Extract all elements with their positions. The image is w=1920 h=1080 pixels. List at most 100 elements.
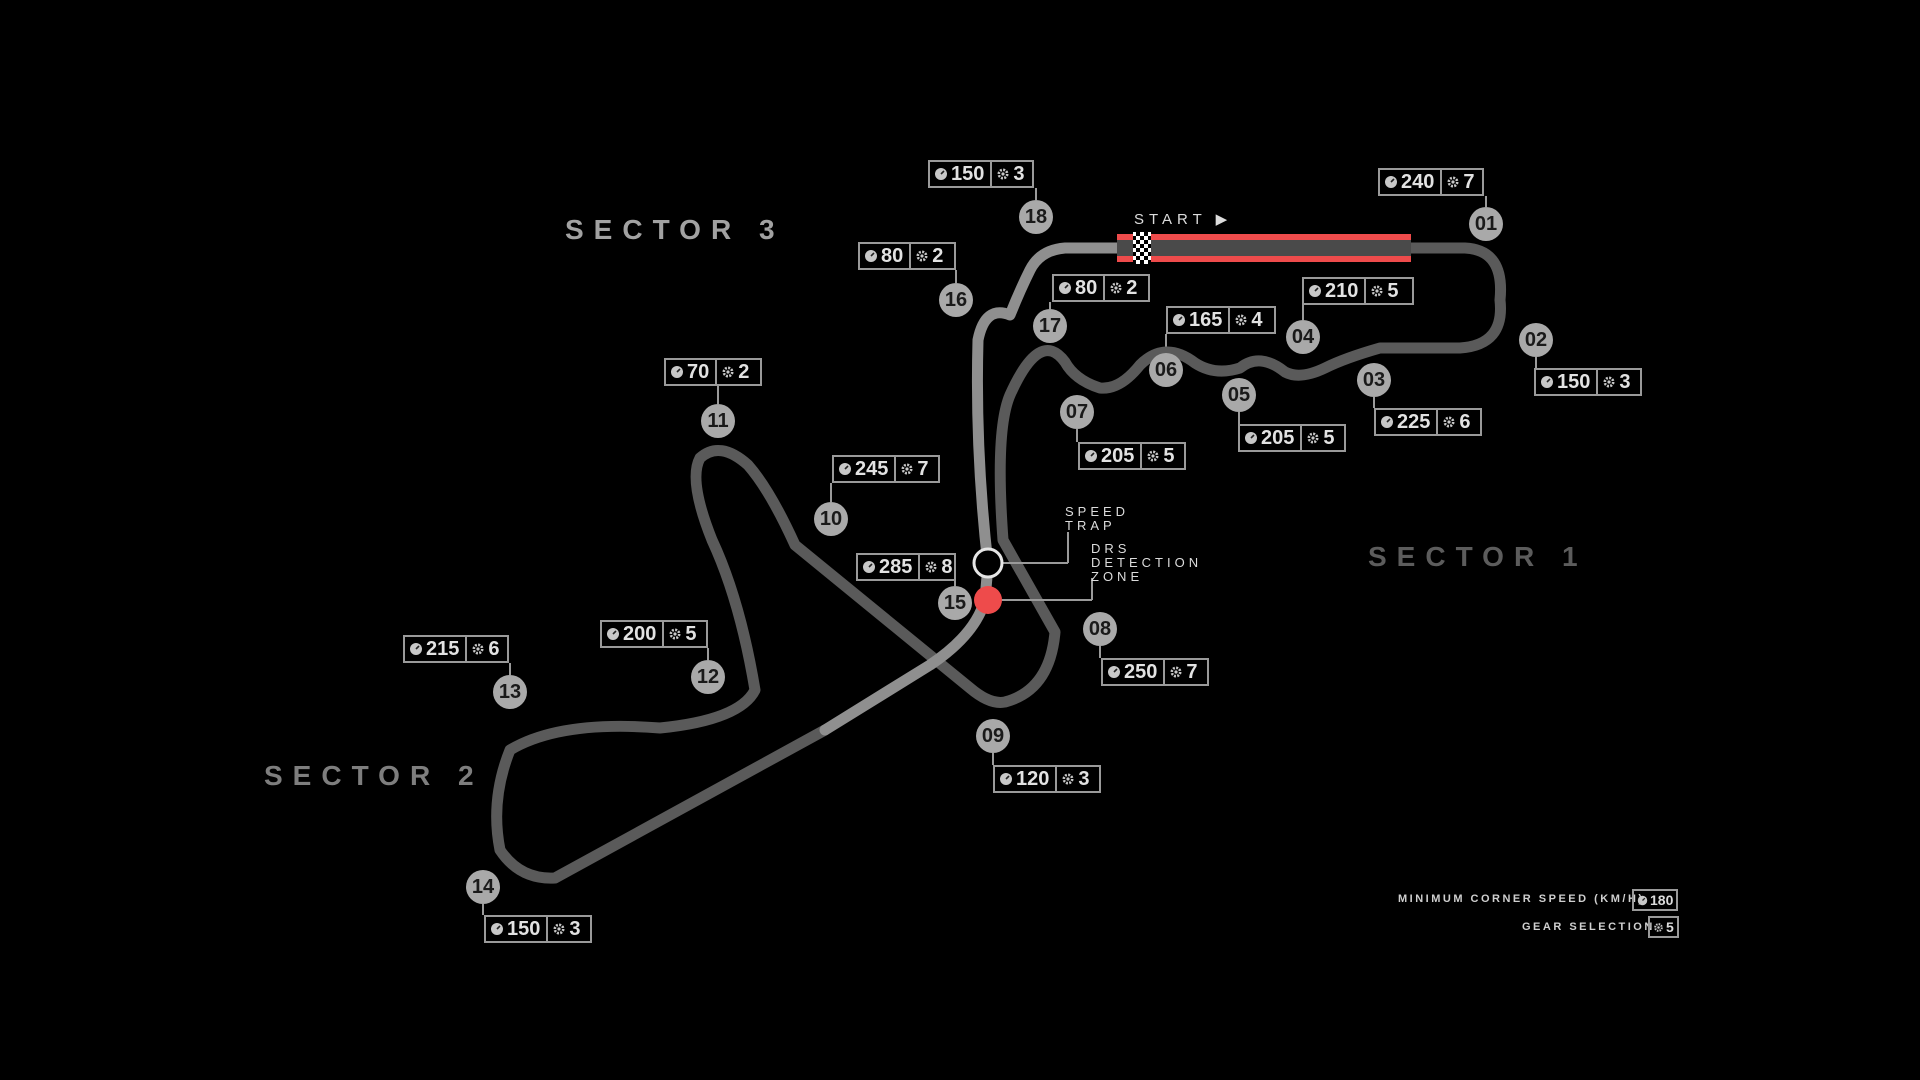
corner-gear-value: 3 — [569, 917, 581, 940]
corner-badge-04: 04 — [1286, 320, 1320, 354]
corner-gear: 5 — [662, 622, 702, 646]
corner-gear-value: 2 — [738, 360, 750, 383]
corner-speed: 240 — [1380, 170, 1440, 194]
corner-gear-value: 3 — [1013, 162, 1025, 185]
speedometer-icon — [865, 250, 877, 262]
corner-badge-03: 03 — [1357, 363, 1391, 397]
corner-gear-value: 5 — [1387, 279, 1399, 302]
speed-trap-line-1: SPEED — [1065, 504, 1130, 519]
track-main-loop — [491, 242, 1507, 884]
corner-speed: 70 — [666, 360, 715, 384]
corner-gear: 3 — [546, 917, 586, 941]
speedometer-icon — [491, 923, 503, 935]
corner-gear-value: 4 — [1251, 308, 1263, 331]
corner-gear: 2 — [909, 244, 949, 268]
corner-speed: 215 — [405, 637, 465, 661]
start-finish-line-checker — [1133, 232, 1151, 264]
corner-speed-value: 80 — [881, 244, 904, 267]
gear-icon — [1443, 416, 1455, 428]
gear-icon — [925, 561, 937, 573]
track-light-section — [819, 242, 1131, 736]
sector-3-label: SECTOR 3 — [565, 214, 785, 245]
speedometer-icon — [1000, 773, 1012, 785]
corner-badge-05: 05 — [1222, 378, 1256, 412]
gear-icon — [669, 628, 681, 640]
sector-1-label: SECTOR 1 — [1368, 541, 1588, 572]
corner-speed-value: 205 — [1101, 444, 1135, 467]
corner-gear: 2 — [715, 360, 755, 384]
corner-speed-value: 245 — [855, 457, 889, 480]
corner-speed-value: 215 — [426, 637, 460, 660]
corner-badge-14: 14 — [466, 870, 500, 904]
corner-badge-16: 16 — [939, 283, 973, 317]
corner-badge-10: 10 — [814, 502, 848, 536]
gear-icon — [1603, 376, 1615, 388]
gear-icon — [1147, 450, 1159, 462]
corner-gear-value: 7 — [1186, 660, 1198, 683]
gear-icon — [1062, 773, 1074, 785]
corner-badge-07: 07 — [1060, 395, 1094, 429]
corner-badge-08: 08 — [1083, 612, 1117, 646]
speed-trap-line-2: TRAP — [1065, 518, 1116, 533]
corner-badge-13: 13 — [493, 675, 527, 709]
corner-speed: 150 — [1536, 370, 1596, 394]
gear-icon — [1170, 666, 1182, 678]
corner-speed: 245 — [834, 457, 894, 481]
speedometer-icon — [410, 643, 422, 655]
corner-gear-value: 2 — [932, 244, 944, 267]
corner-gear-value: 5 — [685, 622, 697, 645]
speedometer-icon — [1385, 176, 1397, 188]
speedometer-icon — [839, 463, 851, 475]
corner-gear-value: 5 — [1323, 426, 1335, 449]
corner-info-box-16: 80 2 — [858, 242, 956, 270]
corner-gear-value: 7 — [917, 457, 929, 480]
corner-gear-value: 3 — [1619, 370, 1631, 393]
corner-gear: 3 — [990, 162, 1030, 186]
corner-speed-value: 210 — [1325, 279, 1359, 302]
corner-gear: 4 — [1228, 308, 1268, 332]
corner-badge-06: 06 — [1149, 353, 1183, 387]
corner-badge-17: 17 — [1033, 309, 1067, 343]
legend-speed-box: 180 — [1632, 889, 1679, 911]
corner-gear: 7 — [1163, 660, 1203, 684]
corner-speed-value: 70 — [687, 360, 710, 383]
corner-gear: 3 — [1055, 767, 1095, 791]
corner-speed-value: 150 — [507, 917, 541, 940]
speedometer-icon — [1309, 285, 1321, 297]
corner-speed: 80 — [1054, 276, 1103, 300]
corner-speed: 150 — [486, 917, 546, 941]
speed-trap-marker — [972, 547, 1004, 579]
drs-line-1: DRS — [1091, 541, 1131, 556]
sector-2-label: SECTOR 2 — [264, 760, 484, 791]
corner-speed: 200 — [602, 622, 662, 646]
corner-badge-01: 01 — [1469, 207, 1503, 241]
speedometer-icon — [1541, 376, 1553, 388]
corner-info-box-10: 245 7 — [832, 455, 940, 483]
corner-gear-value: 3 — [1078, 767, 1090, 790]
speedometer-icon — [607, 628, 619, 640]
corner-badge-09: 09 — [976, 719, 1010, 753]
corner-speed-value: 150 — [1557, 370, 1591, 393]
corner-speed-value: 240 — [1401, 170, 1435, 193]
corner-badge-02: 02 — [1519, 323, 1553, 357]
speedometer-icon — [671, 366, 683, 378]
corner-speed: 165 — [1168, 308, 1228, 332]
corner-speed-value: 165 — [1189, 308, 1223, 331]
drs-detection-marker — [974, 586, 1002, 614]
legend-gear-value: 5 — [1666, 919, 1674, 935]
corner-speed: 150 — [930, 162, 990, 186]
corner-gear: 8 — [918, 555, 958, 579]
legend-gear-label: GEAR SELECTION — [1522, 921, 1655, 933]
speedometer-icon — [935, 168, 947, 180]
